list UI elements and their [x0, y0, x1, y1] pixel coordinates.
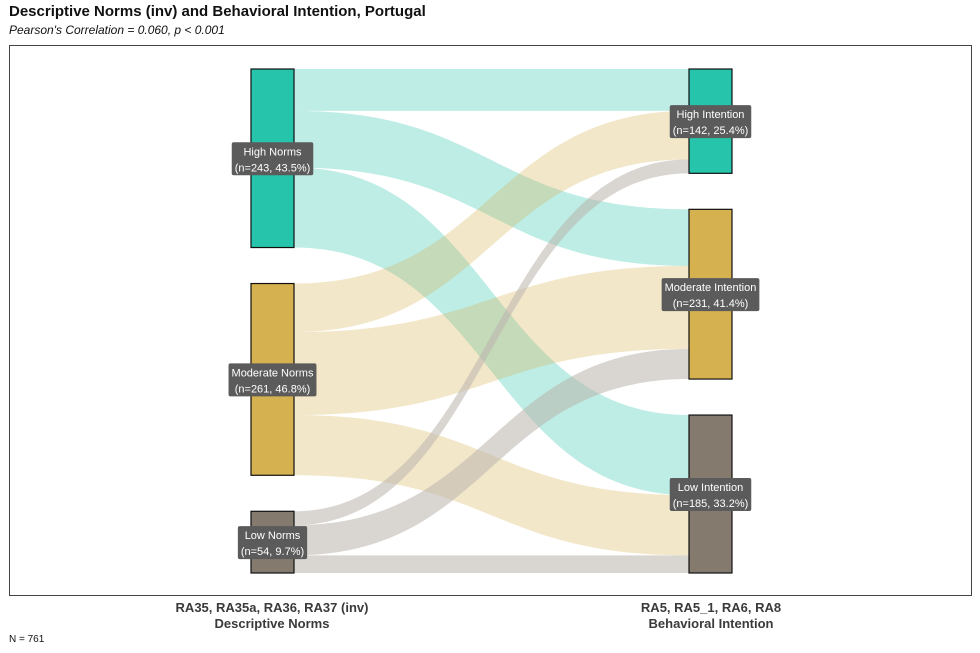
right-axis-line1: RA5, RA5_1, RA6, RA8	[640, 600, 782, 615]
right-axis-line2: Behavioral Intention	[648, 616, 774, 631]
flow-hn-to-mi	[294, 110, 689, 266]
node-labels-group: High Norms (n=243, 43.5%) Moderate Norms (n…	[228, 105, 760, 560]
flow-ln-to-li	[294, 555, 689, 573]
node-label-li: Low Intention (n=185, 33.2%)	[669, 478, 752, 512]
node-count-mi: (n=231, 41.4%)	[673, 298, 749, 310]
node-label-bg-ln	[237, 526, 308, 560]
flow-ln-to-mi	[294, 348, 689, 556]
node-count-hi: (n=142, 25.4%)	[673, 125, 749, 137]
chart-title: Descriptive Norms (inv) and Behavioral I…	[9, 3, 426, 20]
plot-panel	[9, 45, 972, 596]
node-label-bg-hn	[231, 142, 314, 176]
node-label-mn: Moderate Norms (n=261, 46.8%)	[228, 363, 317, 397]
node-count-hn: (n=243, 43.5%)	[235, 162, 311, 174]
chart-subtitle: Pearson's Correlation = 0.060, p < 0.001	[9, 23, 225, 37]
node-name-ln: Low Norms	[245, 530, 301, 542]
node-name-hn: High Norms	[243, 146, 302, 158]
node-label-ln: Low Norms (n=54, 9.7%)	[237, 526, 308, 560]
node-name-li: Low Intention	[678, 482, 743, 494]
left-axis-line1: RA35, RA35a, RA36, RA37 (inv)	[175, 600, 369, 615]
node-label-mi: Moderate Intention (n=231, 41.4%)	[661, 278, 760, 312]
node-label-hi: High Intention (n=142, 25.4%)	[669, 105, 752, 139]
node-count-li: (n=185, 33.2%)	[673, 498, 749, 510]
flow-mn-to-hi	[294, 110, 689, 333]
node-label-bg-mn	[228, 363, 317, 397]
node-label-bg-li	[669, 478, 752, 512]
sample-size-note: N = 761	[9, 634, 45, 645]
node-label-hn: High Norms (n=243, 43.5%)	[231, 142, 314, 176]
right-axis-label: RA5, RA5_1, RA6, RA8 Behavioral Intentio…	[551, 600, 871, 632]
flows-group	[294, 69, 689, 573]
node-count-ln: (n=54, 9.7%)	[241, 546, 304, 558]
left-axis-label: RA35, RA35a, RA36, RA37 (inv) Descriptiv…	[112, 600, 432, 632]
flow-ln-to-hi	[294, 159, 689, 526]
flow-mn-to-li	[294, 415, 689, 556]
flow-hn-to-hi	[294, 69, 689, 111]
flow-hn-to-li	[294, 167, 689, 496]
node-name-mn: Moderate Norms	[232, 367, 314, 379]
node-label-bg-mi	[661, 278, 760, 312]
node-count-mn: (n=261, 46.8%)	[235, 383, 311, 395]
node-name-mi: Moderate Intention	[665, 282, 757, 294]
left-axis-line2: Descriptive Norms	[214, 616, 330, 631]
node-label-bg-hi	[669, 105, 752, 139]
node-name-hi: High Intention	[677, 109, 745, 121]
